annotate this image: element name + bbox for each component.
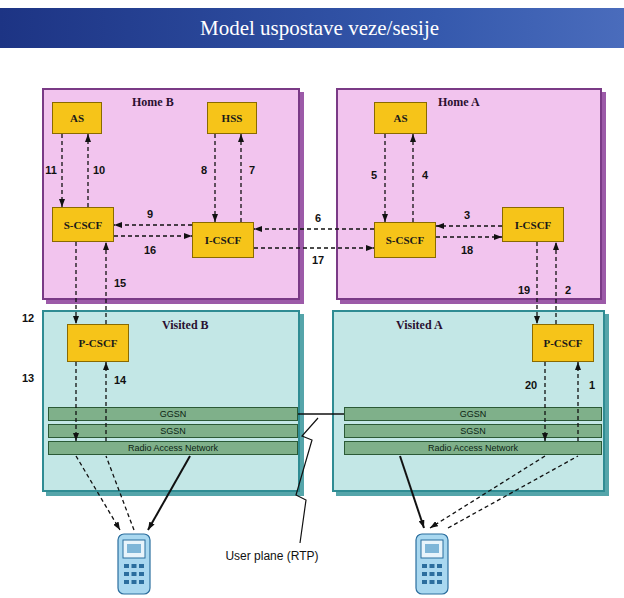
- network-function-box: S-CSCF: [374, 222, 436, 258]
- step-number: 3: [464, 209, 470, 221]
- step-number: 12: [22, 312, 34, 324]
- network-function-box: I-CSCF: [192, 222, 254, 258]
- signaling-arrow: [555, 242, 556, 324]
- signaling-arrow: [87, 134, 88, 207]
- function-name: AS: [70, 112, 84, 124]
- layer-name: GGSN: [160, 410, 187, 419]
- region-heading: Home B: [132, 95, 174, 110]
- network-function-box: P-CSCF: [67, 324, 129, 362]
- step-number: 7: [249, 164, 255, 176]
- network-layer-bar: Radio Access Network: [48, 441, 298, 455]
- signaling-arrow: [240, 134, 241, 222]
- signaling-arrow: [536, 242, 537, 324]
- phone-icon: [416, 534, 448, 594]
- signaling-arrow: [114, 235, 192, 236]
- step-number: 6: [315, 212, 321, 224]
- network-function-box: AS: [374, 102, 427, 134]
- network-function-box: AS: [52, 102, 102, 134]
- layer-name: SGSN: [460, 427, 486, 436]
- step-number: 13: [22, 372, 34, 384]
- step-number: 17: [312, 254, 324, 266]
- home-network-region: Home B AS HSS S-CSCF I-CSCF: [42, 88, 300, 300]
- home-network-region: Home A AS S-CSCF I-CSCF: [336, 88, 602, 300]
- layer-name: GGSN: [460, 410, 487, 419]
- step-number: 14: [114, 374, 126, 386]
- function-name: S-CSCF: [386, 234, 425, 246]
- slide-title: Model uspostave veze/sesije: [200, 16, 439, 41]
- signaling-arrow: [105, 242, 106, 324]
- signaling-arrow: [105, 362, 106, 441]
- signaling-arrow: [436, 236, 502, 237]
- plane-label: User plane (RTP): [225, 549, 318, 563]
- signaling-arrow: [412, 134, 413, 222]
- function-name: P-CSCF: [78, 337, 117, 349]
- step-number: 15: [114, 277, 126, 289]
- signaling-arrow: [254, 228, 374, 229]
- step-number: 20: [525, 379, 537, 391]
- phone-icon: [118, 534, 150, 594]
- user-plane-link: [298, 413, 344, 415]
- step-number: 16: [144, 244, 156, 256]
- network-function-box: I-CSCF: [502, 207, 564, 242]
- function-name: S-CSCF: [64, 219, 103, 231]
- region-heading: Visited B: [162, 318, 209, 333]
- layer-name: Radio Access Network: [428, 444, 518, 453]
- radio-link-b: [76, 456, 190, 530]
- network-layer-bar: GGSN: [48, 407, 298, 421]
- network-layer-bar: SGSN: [48, 424, 298, 438]
- step-number: 2: [565, 284, 571, 296]
- step-number: 1: [589, 379, 595, 391]
- lightning-symbol: [296, 418, 318, 543]
- radio-link-a: [400, 456, 578, 528]
- region-heading: Visited A: [396, 318, 443, 333]
- network-function-box: P-CSCF: [532, 324, 594, 362]
- layer-name: Radio Access Network: [128, 444, 218, 453]
- network-layer-bar: Radio Access Network: [344, 441, 602, 455]
- step-number: 5: [371, 169, 377, 181]
- network-layer-bar: GGSN: [344, 407, 602, 421]
- function-name: P-CSCF: [543, 337, 582, 349]
- network-function-box: S-CSCF: [52, 207, 114, 242]
- step-number: 8: [201, 164, 207, 176]
- signaling-arrow: [436, 225, 502, 226]
- step-number: 10: [93, 164, 105, 176]
- signaling-arrow: [75, 242, 76, 324]
- function-name: I-CSCF: [515, 219, 552, 231]
- step-number: 4: [422, 169, 428, 181]
- step-number: 9: [147, 208, 153, 220]
- visited-network-region: Visited A P-CSCF GGSN SGSN Radio Access Netw…: [332, 310, 605, 492]
- step-number: 18: [461, 244, 473, 256]
- function-name: HSS: [222, 112, 243, 124]
- network-function-box: HSS: [207, 102, 257, 134]
- signaling-arrow: [544, 362, 545, 441]
- function-name: AS: [393, 112, 407, 124]
- signaling-arrow: [75, 362, 76, 441]
- function-name: I-CSCF: [205, 234, 242, 246]
- layer-name: SGSN: [160, 427, 186, 436]
- step-number: 19: [518, 284, 530, 296]
- region-heading: Home A: [438, 95, 480, 110]
- signaling-arrow: [214, 134, 215, 222]
- network-layer-bar: SGSN: [344, 424, 602, 438]
- signaling-arrow: [61, 134, 62, 207]
- signaling-arrow: [384, 134, 385, 222]
- signaling-arrow: [114, 224, 192, 225]
- signaling-arrow: [577, 362, 578, 441]
- step-number: 11: [45, 164, 57, 176]
- signaling-arrow: [254, 247, 374, 248]
